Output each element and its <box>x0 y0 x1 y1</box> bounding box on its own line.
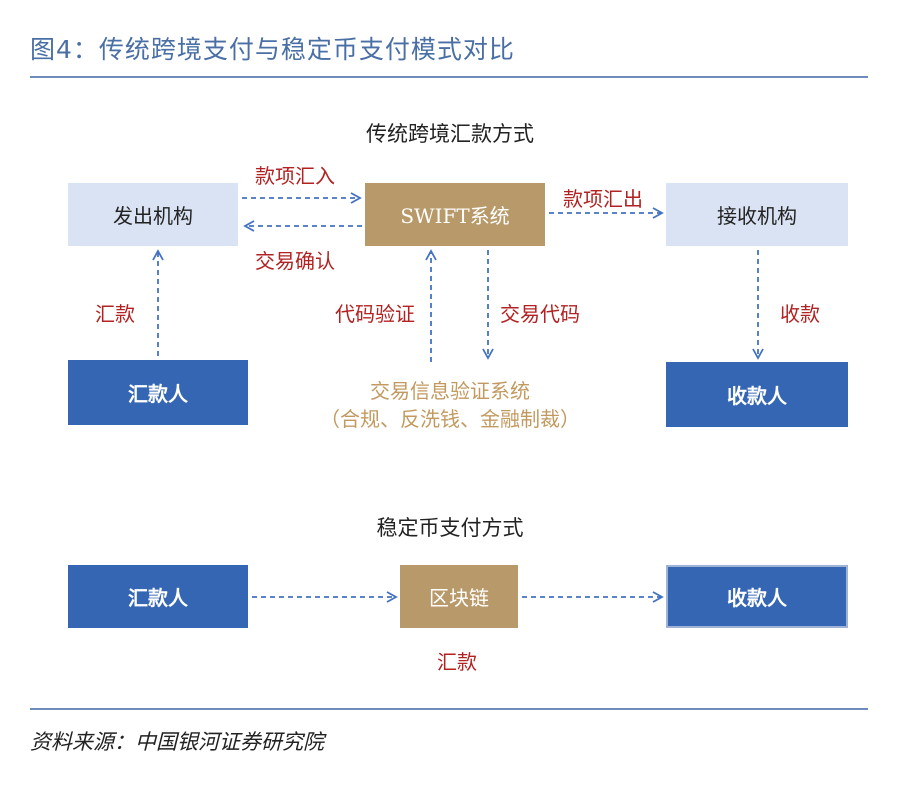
edge-label-trade-confirm: 交易确认 <box>255 249 335 273</box>
edge-label-receive: 收款 <box>780 302 820 326</box>
verification-system-detail: （合规、反洗钱、金融制裁） <box>320 407 580 431</box>
edge-label-funds-in: 款项汇入 <box>255 164 335 188</box>
stablecoin-payee-node: 收款人 <box>666 565 848 628</box>
stablecoin-remitter-node: 汇款人 <box>68 565 248 628</box>
edge-label-remit: 汇款 <box>95 302 135 326</box>
top-divider <box>30 76 868 78</box>
payee-node: 收款人 <box>666 362 848 427</box>
swift-system-node: SWIFT系统 <box>365 183 545 246</box>
figure-title: 图4：传统跨境支付与稳定币支付模式对比 <box>30 35 515 64</box>
sender-institution-node: 发出机构 <box>68 183 238 246</box>
remitter-node: 汇款人 <box>68 360 248 425</box>
verification-system-label: 交易信息验证系统 <box>370 379 530 403</box>
edge-label-code-verify: 代码验证 <box>335 302 415 326</box>
edge-label-trade-code: 交易代码 <box>500 302 580 326</box>
edge-label-funds-out: 款项汇出 <box>563 187 643 211</box>
stablecoin-section-title: 稳定币支付方式 <box>376 516 524 540</box>
stablecoin-edge-label-remit: 汇款 <box>437 650 477 674</box>
source-note: 资料来源：中国银河证券研究院 <box>30 730 324 754</box>
bottom-divider <box>30 708 868 710</box>
blockchain-node: 区块链 <box>400 565 518 628</box>
traditional-section-title: 传统跨境汇款方式 <box>366 122 534 146</box>
receiver-institution-node: 接收机构 <box>666 183 848 246</box>
